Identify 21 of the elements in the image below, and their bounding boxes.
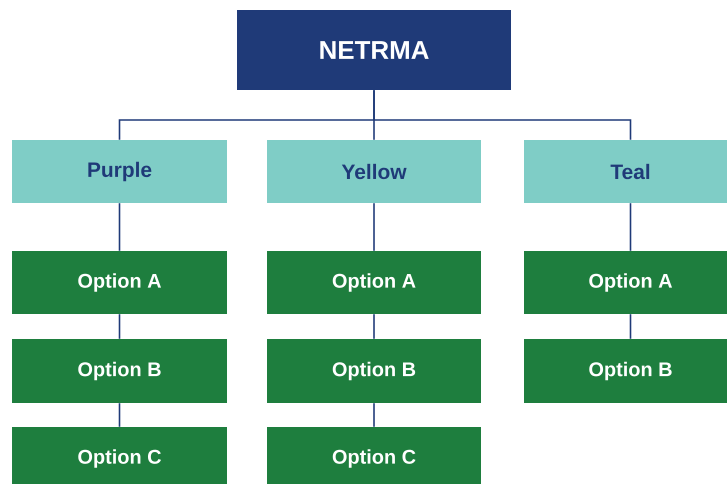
connector-line [118, 314, 120, 339]
option-box: Option A [524, 251, 727, 314]
connector-line [373, 90, 632, 140]
connector-line [630, 314, 632, 339]
connector-line [118, 403, 120, 427]
category-box: Yellow [267, 140, 481, 203]
category-box: Purple [12, 140, 227, 203]
connector-line [373, 403, 375, 427]
option-box: Option B [267, 339, 481, 403]
option-box: Option B [12, 339, 227, 403]
root-box: NETRMA [237, 10, 511, 90]
connector-line [373, 314, 375, 339]
connector-line [373, 203, 375, 251]
option-box: Option C [267, 427, 481, 484]
option-box: Option A [267, 251, 481, 314]
option-box: Option B [524, 339, 727, 403]
option-box: Option A [12, 251, 227, 314]
connector-line [630, 203, 632, 251]
connector-line [118, 203, 120, 251]
option-box: Option C [12, 427, 227, 484]
category-box: Teal [524, 140, 727, 203]
